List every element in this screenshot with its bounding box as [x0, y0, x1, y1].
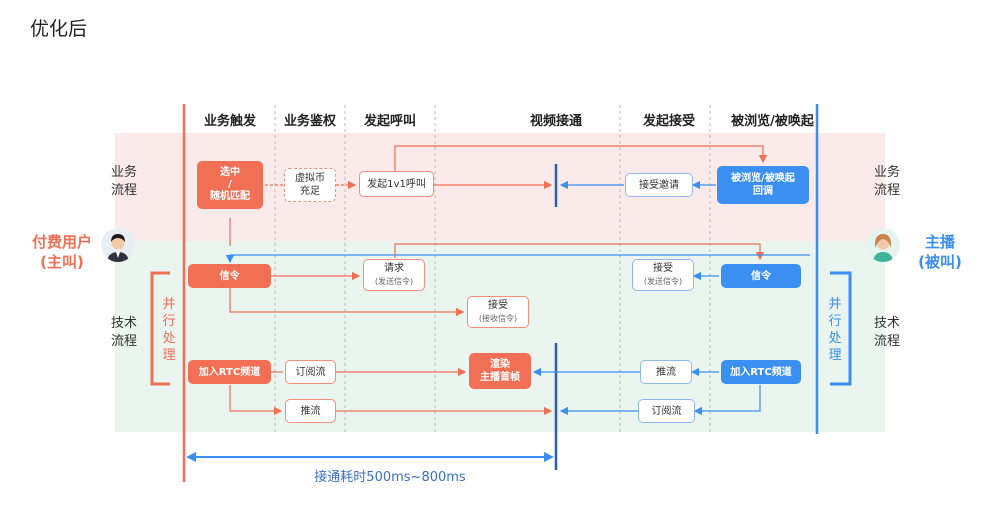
accept-mid-sublabel: (接收信令) [478, 314, 518, 323]
column-header-auth: 业务鉴权 [283, 114, 336, 129]
render-first-frame-box: 渲染 主播首帧 [469, 353, 531, 389]
request-label: 请求 [384, 263, 404, 274]
parallel-label-left: 并 行 处 理 [162, 297, 176, 363]
woman-avatar-icon [866, 228, 900, 262]
request-sublabel: (发送信令) [374, 277, 414, 286]
column-header-browsed: 被浏览/被唤起 [731, 114, 814, 129]
column-dividers [274, 105, 711, 432]
push-left-box: 推流 [285, 399, 336, 423]
column-header-trigger: 业务触发 [203, 114, 256, 129]
callee-avatar [866, 228, 900, 262]
push-right-box: 推流 [640, 360, 692, 384]
call-1v1-box: 发起1v1呼叫 [359, 171, 434, 197]
parallel-bracket-left [150, 271, 170, 386]
caller-label: 付费用户 (主叫) [31, 233, 92, 271]
caller-avatar [101, 228, 135, 262]
request-box: 请求 (发送信令) [363, 259, 425, 291]
column-header-connect: 视频接通 [529, 114, 582, 129]
accept-mid-box: 接受 (接收信令) [467, 296, 529, 328]
row-label-biz-right: 业务 流程 [873, 165, 900, 198]
parallel-label-right: 并 行 处 理 [828, 297, 842, 363]
column-header-call: 发起呼叫 [363, 114, 416, 129]
accept-right-label: 接受 [653, 263, 673, 274]
signal-left-box: 信令 [188, 264, 271, 288]
browsed-callback-box: 被浏览/被唤起 回调 [717, 166, 809, 204]
accept-right-sublabel: (发送信令) [643, 277, 683, 286]
callee-label: 主播 (被叫) [918, 233, 962, 271]
man-avatar-icon [101, 228, 135, 262]
signal-right-box: 信令 [721, 264, 801, 288]
accept-invite-box: 接受邀请 [625, 173, 693, 197]
page-title: 优化后 [30, 18, 88, 40]
subscribe-left-box: 订阅流 [285, 360, 336, 384]
join-rtc-right-box: 加入RTC频道 [721, 360, 801, 384]
subscribe-right-box: 订阅流 [638, 399, 695, 423]
virtual-coin-box: 虚拟币 充足 [284, 168, 336, 202]
join-rtc-left-box: 加入RTC频道 [188, 360, 271, 384]
column-header-accept: 发起接受 [642, 114, 695, 129]
row-label-biz-left: 业务 流程 [110, 165, 137, 198]
row-label-tech-right: 技术 流程 [873, 316, 900, 349]
select-match-box: 选中 / 随机匹配 [197, 161, 263, 209]
duration-label: 接通耗时500ms~800ms [314, 470, 466, 485]
accept-right-box: 接受 (发送信令) [632, 259, 694, 291]
row-label-tech-left: 技术 流程 [110, 316, 137, 349]
accept-mid-label: 接受 [488, 300, 508, 311]
parallel-bracket-right [830, 271, 852, 386]
